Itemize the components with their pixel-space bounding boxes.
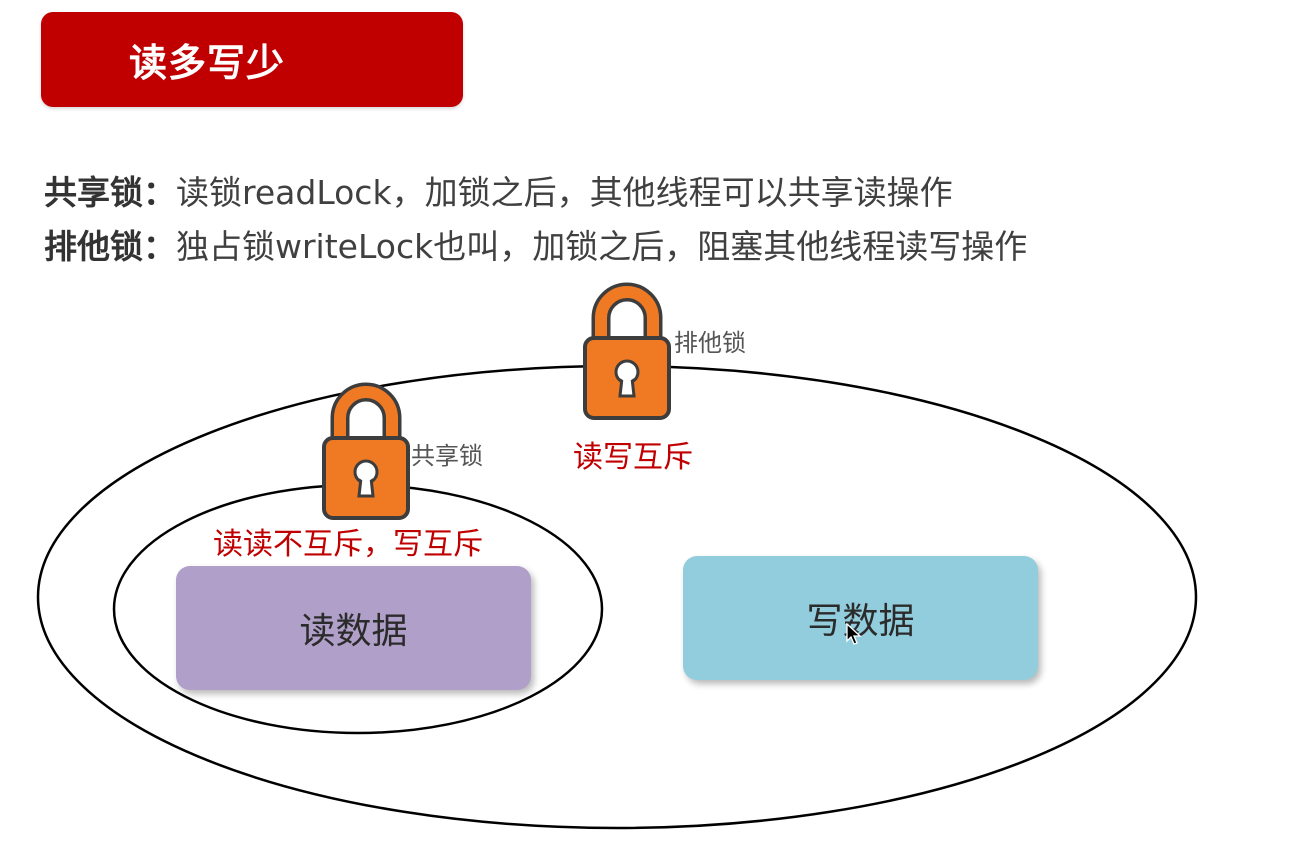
shared-lock-term: 共享锁： xyxy=(44,173,176,212)
padlock-icon xyxy=(585,292,669,418)
padlock-icon xyxy=(324,392,408,518)
read-data-box: 读数据 xyxy=(176,566,531,690)
mouse-cursor-icon xyxy=(846,623,862,645)
exclusive-lock-description: 独占锁writeLock也叫，加锁之后，阻塞其他线程读写操作 xyxy=(176,227,1028,266)
write-data-box: 写数据 xyxy=(683,556,1038,680)
exclusive-lock-label: 排他锁 xyxy=(674,329,746,357)
page-title: 读多写少 xyxy=(128,41,285,85)
shared-lock-label: 共享锁 xyxy=(411,442,483,470)
shared-lock-description: 读锁readLock，加锁之后，其他线程可以共享读操作 xyxy=(176,173,953,212)
exclusive-lock-note: 读写互斥 xyxy=(573,440,693,475)
exclusive-lock-term: 排他锁： xyxy=(44,227,176,266)
shared-lock-note: 读读不互斥，写互斥 xyxy=(213,527,483,562)
exclusive-lock-definition: 排他锁：独占锁writeLock也叫，加锁之后，阻塞其他线程读写操作 xyxy=(44,220,1027,268)
title-banner: 读多写少 xyxy=(41,12,463,107)
shared-lock-definition: 共享锁：读锁readLock，加锁之后，其他线程可以共享读操作 xyxy=(44,166,953,214)
